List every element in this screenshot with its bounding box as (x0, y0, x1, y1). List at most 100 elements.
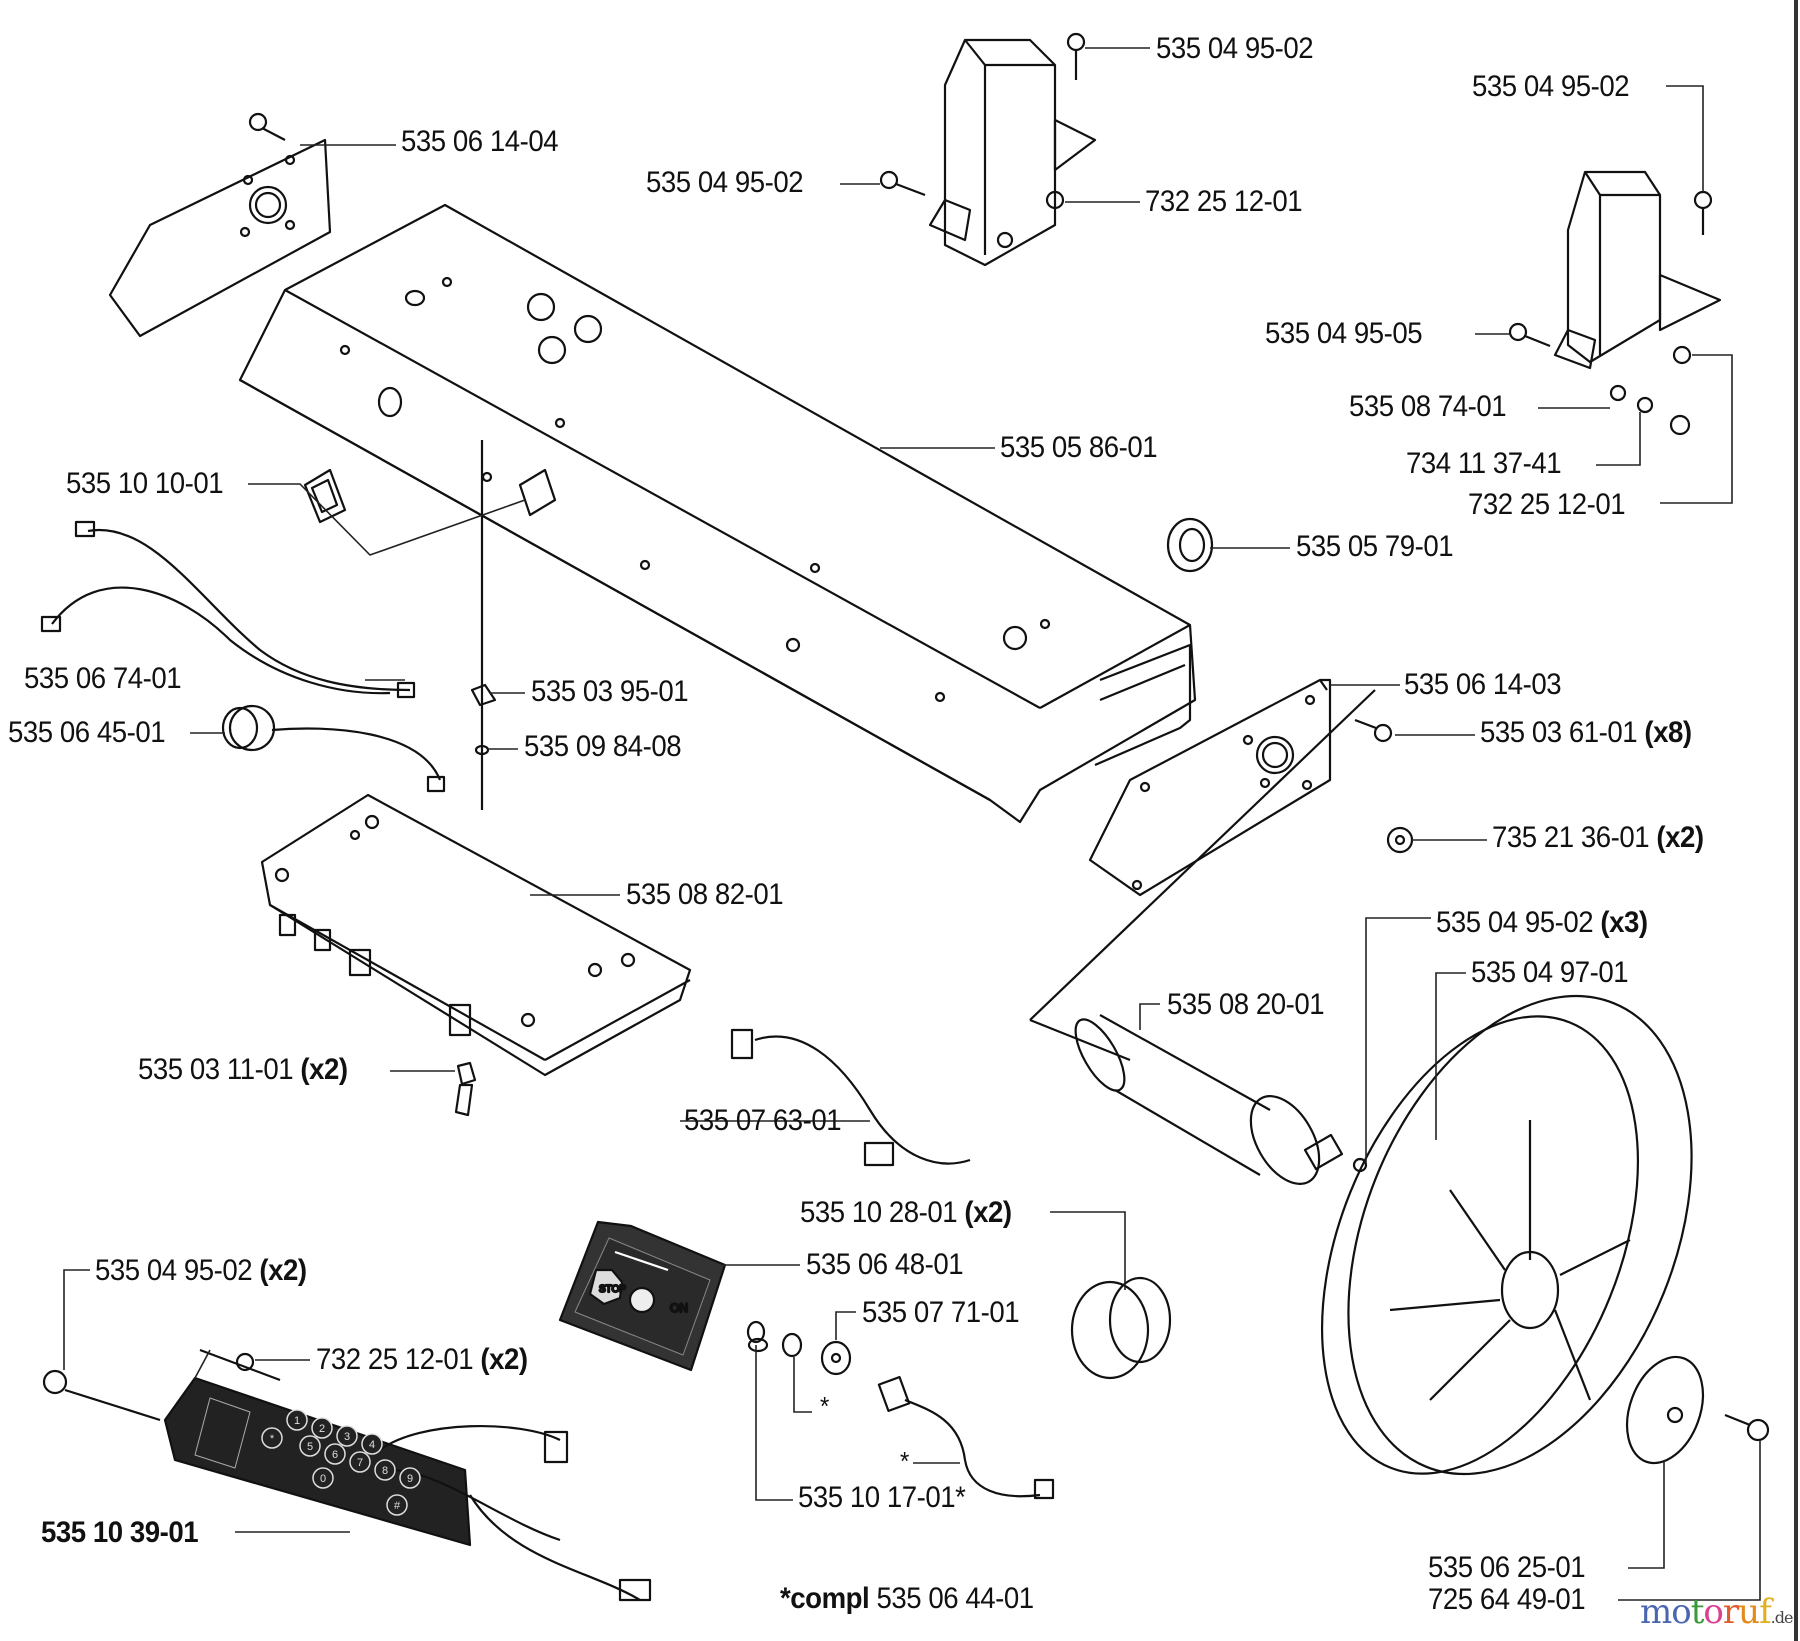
keypad-key-label: 7 (357, 1457, 363, 1469)
part-label: 535 04 95-02 (1156, 32, 1314, 65)
clip-535-03-95-01 (470, 440, 497, 810)
leader-line (63, 1269, 90, 1370)
logo-tld: .de (1770, 1608, 1794, 1627)
leader-line (1618, 1440, 1761, 1601)
clip-535-03-11-01 (454, 1061, 477, 1117)
logo-letter: u (1738, 1592, 1760, 1632)
part-label: 725 64 49-01 (1428, 1583, 1586, 1616)
stop-text: STOP (599, 1284, 626, 1295)
keypad-key-label: * (270, 1433, 275, 1445)
part-label: 535 06 25-01 (1428, 1551, 1586, 1584)
part-label: 535 06 14-03 (1404, 668, 1562, 701)
keypad-key (324, 1443, 346, 1465)
keypad-key-label: 9 (407, 1473, 413, 1485)
leader-line (793, 1357, 812, 1413)
part-label: 535 10 28-01 (x2) (800, 1196, 1012, 1229)
asterisk-mark: * (820, 1391, 829, 1421)
keypad-key-label: 1 (294, 1415, 300, 1427)
part-label: 535 10 10-01 (66, 467, 224, 500)
part-label: 535 07 71-01 (862, 1296, 1020, 1329)
circuit-board (260, 793, 692, 1077)
logo-letter: r (1722, 1592, 1739, 1632)
leader-line (248, 483, 526, 556)
switch-bracket-right (1508, 170, 1722, 436)
screw-icon (1354, 718, 1393, 743)
lock-washer-icon (1386, 826, 1414, 854)
part-label: 535 04 95-02 (1472, 70, 1630, 103)
keypad-key (386, 1494, 408, 1516)
part-label: 535 10 17-01* (798, 1481, 966, 1514)
left-end-plate (108, 112, 332, 338)
main-housing (238, 203, 1197, 824)
keypad-key-label: 8 (382, 1465, 388, 1477)
wire-harness-535-06-74-01 (40, 520, 416, 699)
screw-icon (248, 112, 286, 141)
keypad-key-label: # (394, 1500, 401, 1512)
keypad-keys: 1 2 3 4 5 6 7 8 9 0 * # (261, 1409, 421, 1516)
right-end-plate (1088, 678, 1414, 897)
keypad-key-label: 6 (332, 1449, 338, 1461)
nut-icon (1672, 345, 1692, 365)
washer-icon (1609, 384, 1627, 402)
leader-line (194, 1349, 211, 1379)
keypad-key (349, 1451, 371, 1473)
keypad (42, 1348, 652, 1602)
leader-line (835, 1311, 856, 1340)
keypad-key (299, 1435, 321, 1457)
part-label: 535 03 95-01 (531, 675, 689, 708)
leader-line (1660, 354, 1733, 504)
keypad-key-label: 3 (344, 1431, 350, 1443)
part-label: 535 03 61-01 (x8) (1480, 716, 1692, 749)
nut-icon (1045, 190, 1065, 210)
screw-icon (1352, 1157, 1368, 1173)
logo-letter: o (1671, 1592, 1692, 1632)
keypad-key-label: 5 (307, 1441, 313, 1453)
part-label: 535 04 95-02 (x3) (1436, 906, 1648, 939)
part-label: 535 06 74-01 (24, 662, 182, 695)
part-label: 535 08 74-01 (1349, 390, 1507, 423)
keypad-key-label: 4 (369, 1439, 375, 1451)
footnote-complete-kit: *compl 535 06 44-01 (780, 1582, 1034, 1615)
leader-line (1050, 1211, 1126, 1290)
hub-cover-535-06-25-01 (1626, 1355, 1704, 1465)
rivet-535-09-84-08 (474, 744, 490, 756)
stop-on-panel (558, 1220, 727, 1372)
part-label: 732 25 12-01 (1145, 185, 1303, 218)
part-label: 535 03 11-01 (x2) (138, 1053, 348, 1086)
nut-icon (199, 1348, 281, 1382)
motor (1029, 689, 1376, 1185)
leader-line (1628, 1460, 1665, 1569)
keypad-key (399, 1467, 421, 1489)
keypad-key (312, 1467, 334, 1489)
part-label: 535 06 14-04 (401, 125, 559, 158)
keypad-key-label: 2 (319, 1423, 325, 1435)
switch-bracket-top (879, 32, 1097, 267)
part-label: 535 06 48-01 (806, 1248, 964, 1281)
part-label: 535 08 82-01 (626, 878, 784, 911)
screw-icon (1066, 32, 1086, 80)
leader-line (1365, 917, 1431, 1162)
leader-line (1435, 972, 1466, 1140)
part-label: 535 04 97-01 (1471, 956, 1629, 989)
toggle-switch (877, 1375, 1055, 1500)
part-label: 535 07 63-01 (684, 1104, 842, 1137)
screw-icon (1693, 190, 1713, 235)
part-label: 535 05 86-01 (1000, 431, 1158, 464)
keypad-key (286, 1409, 308, 1431)
switch-cap (746, 1320, 769, 1353)
leader-line (1596, 412, 1641, 466)
part-label: 535 06 45-01 (8, 716, 166, 749)
asterisk-mark: * (900, 1446, 909, 1476)
logo-letter: f (1759, 1592, 1772, 1632)
keypad-key-label: 0 (320, 1473, 326, 1485)
motoruf-watermark: motoruf.de (1640, 1592, 1794, 1632)
nut-535-07-71-01 (820, 1340, 852, 1376)
on-text: ON (670, 1301, 688, 1315)
part-label: 535 09 84-08 (524, 730, 682, 763)
logo-letter: t (1690, 1592, 1705, 1632)
nut-icon (1669, 414, 1691, 436)
leader-line (755, 1345, 793, 1501)
wheel (1320, 994, 1693, 1476)
keypad-key (374, 1459, 396, 1481)
screw-icon (879, 170, 926, 197)
